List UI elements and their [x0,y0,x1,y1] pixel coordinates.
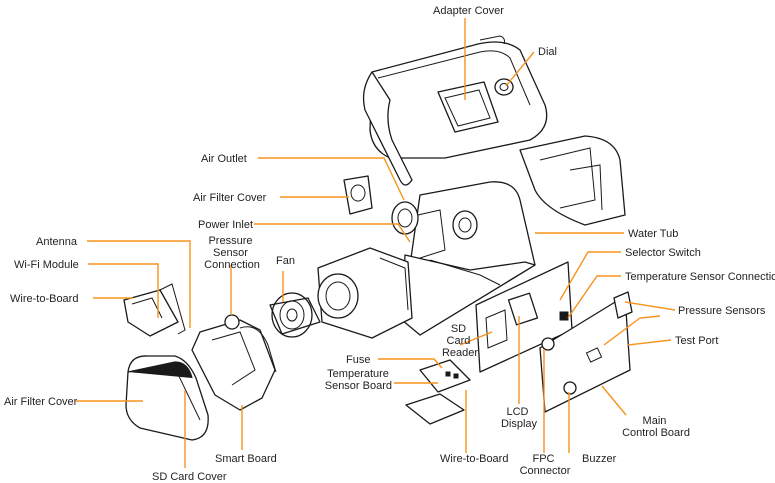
label-pressure-sensors: Pressure Sensors [678,305,766,317]
temperature-sensor-board-part [419,359,471,393]
wifi-module-part [123,283,186,337]
label-pressure-sensor-connection: Pressure Sensor Connection [204,235,260,271]
label-air-outlet: Air Outlet [201,153,247,165]
label-wire-to-board-bottom: Wire-to-Board [440,453,508,465]
label-fan: Fan [276,255,295,267]
label-temperature-sensor-board: Temperature Sensor Board [325,368,392,392]
adapter-cover-part [362,35,548,186]
label-fuse: Fuse [346,354,370,366]
label-air-filter-cover-left: Air Filter Cover [4,396,78,408]
label-wire-to-board-left: Wire-to-Board [10,293,78,305]
label-wifi-module: Wi-Fi Module [14,259,79,271]
label-power-inlet: Power Inlet [198,219,253,231]
label-dial: Dial [538,46,557,58]
leader-lines [76,18,676,468]
label-temperature-sensor-connection: Temperature Sensor Connection [625,271,775,283]
label-adapter-cover: Adapter Cover [433,5,504,17]
label-fpc-connector: FPC Connector [520,453,571,477]
label-antenna: Antenna [36,236,78,248]
chassis-part [401,181,536,336]
label-test-port: Test Port [675,335,718,347]
label-buzzer: Buzzer [582,453,617,465]
label-main-control-board: Main Control Board [622,415,690,439]
blower-housing-part [317,247,413,339]
main-control-board-part [539,291,633,413]
label-sd-card-reader: SD Card Reader [442,323,478,359]
air-outlet-part [391,201,419,235]
label-sd-card-cover: SD Card Cover [152,471,227,483]
smart-board-part [191,314,277,411]
label-water-tub: Water Tub [628,228,678,240]
label-smart-board: Smart Board [215,453,277,465]
label-air-filter-cover-top: Air Filter Cover [193,192,267,204]
fan-part [269,292,321,338]
air-filter-cover-small-part [343,175,373,215]
air-filter-cover-large-part [125,355,209,441]
flat-pad-part [405,393,465,425]
side-panel-part [519,135,626,226]
label-lcd-display: LCD Display [501,406,538,430]
label-selector-switch: Selector Switch [625,247,701,259]
